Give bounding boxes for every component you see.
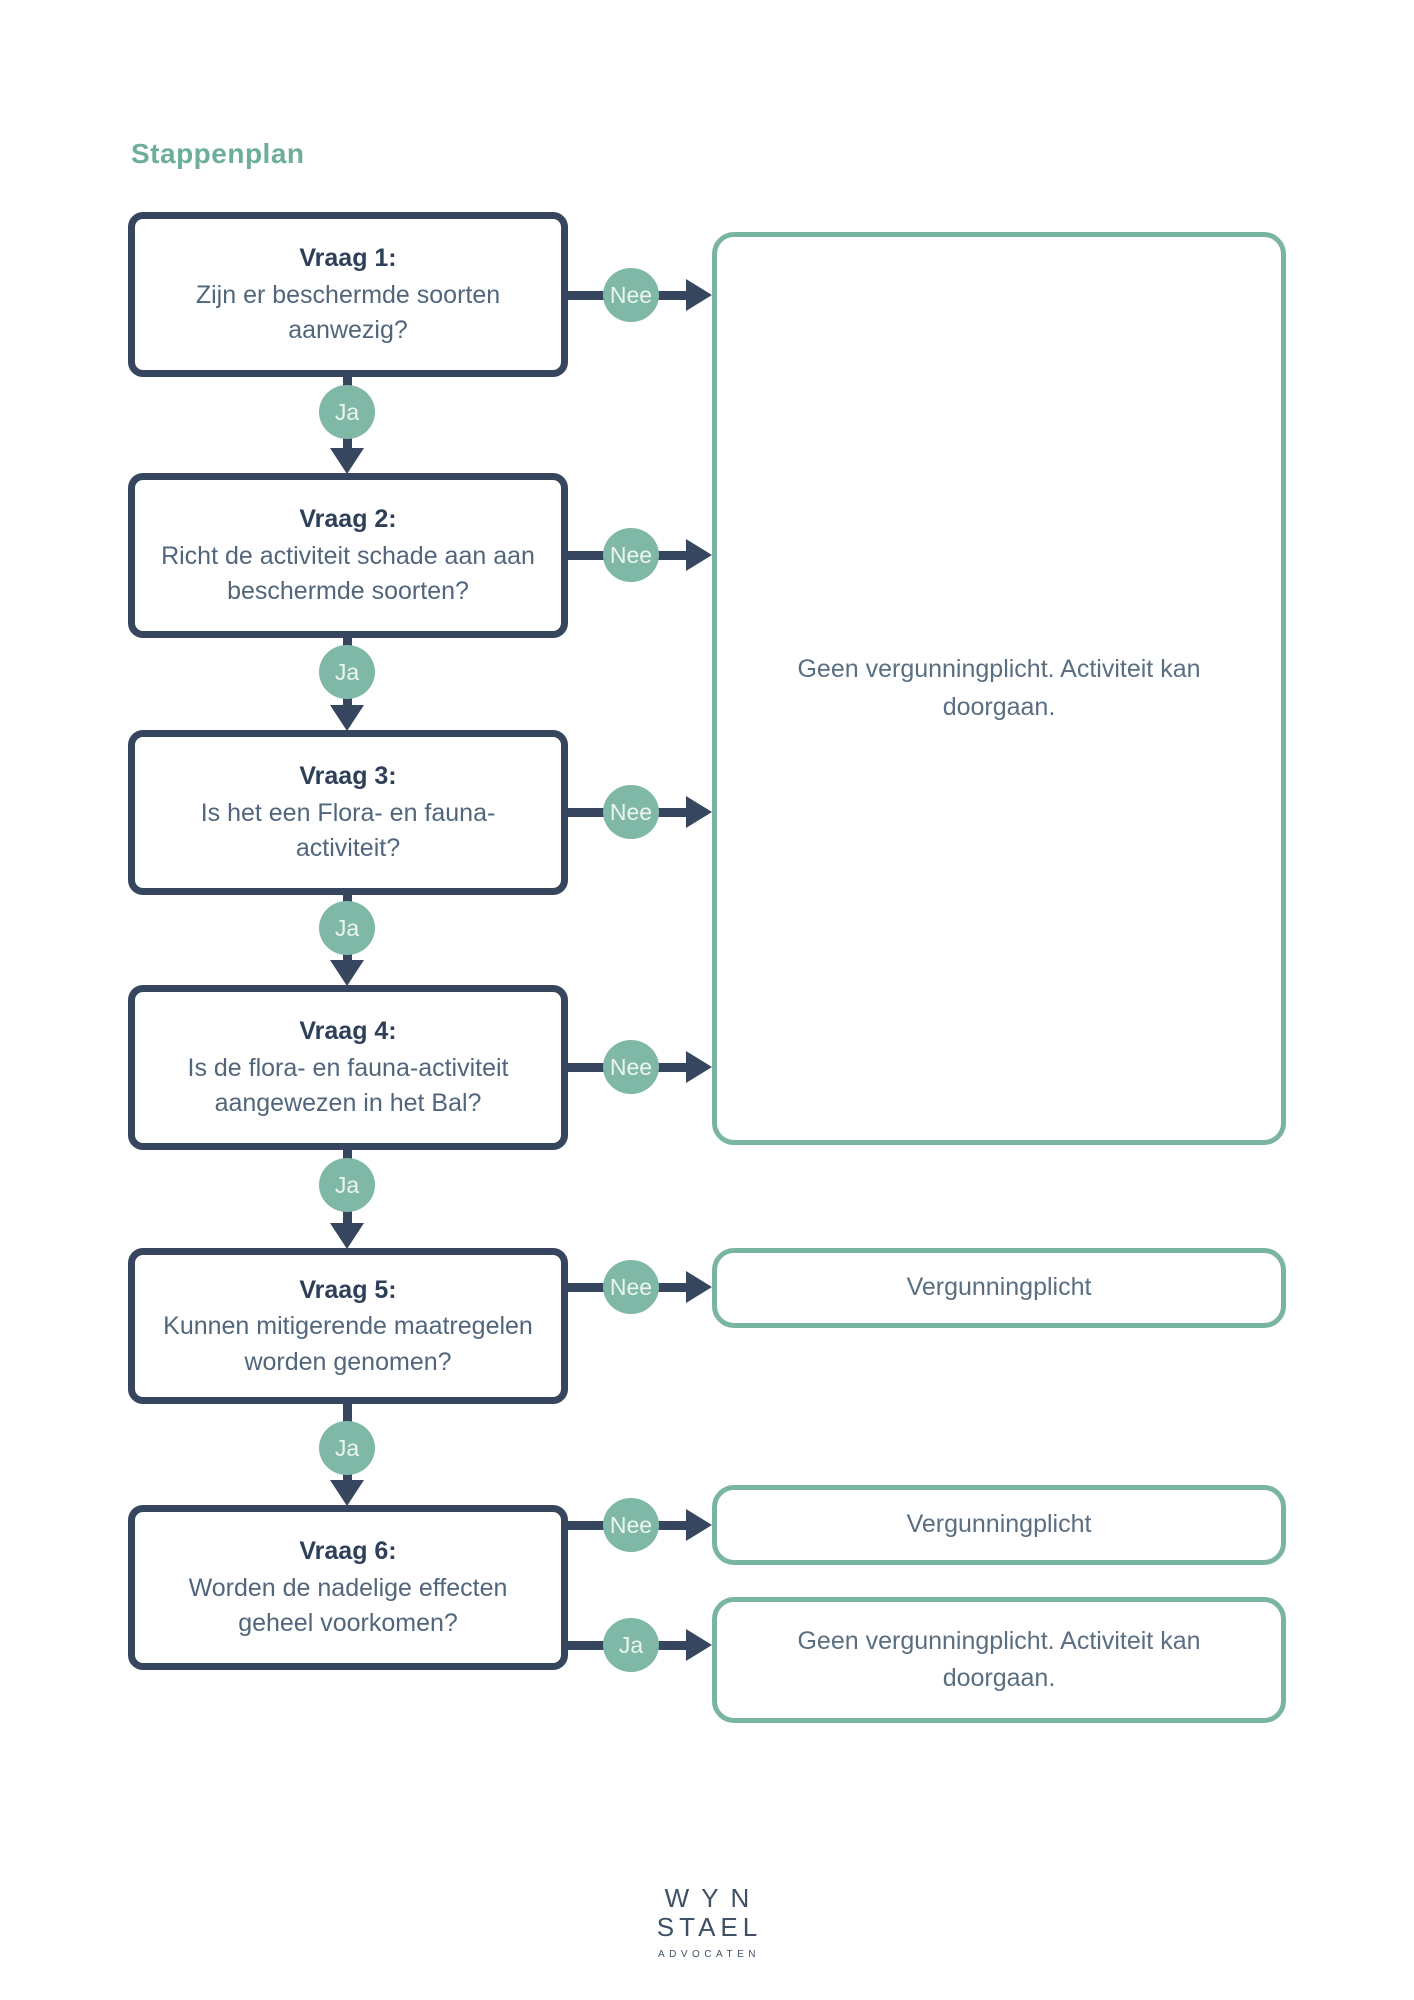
question-box-6: Vraag 6: Worden de nadelige effecten geh… bbox=[128, 1505, 568, 1670]
nee-circle-3: Nee bbox=[603, 785, 659, 839]
ja-circle-1: Ja bbox=[319, 385, 375, 439]
question-text: Kunnen mitigerende maatregelen worden ge… bbox=[163, 1312, 533, 1376]
outcome-box-vergunningplicht-2: Vergunningplicht bbox=[712, 1485, 1286, 1565]
outcome-box-geen-vergunningplicht: Geen vergunningplicht. Activiteit kan do… bbox=[712, 232, 1286, 1145]
nee-circle-2: Nee bbox=[603, 528, 659, 582]
arrow-down-icon bbox=[330, 1223, 364, 1249]
question-text: Is het een Flora- en fauna- activiteit? bbox=[200, 798, 496, 863]
question-heading: Vraag 4: bbox=[299, 1017, 397, 1046]
arrow-right-icon bbox=[686, 279, 712, 311]
page-title: Stappenplan bbox=[131, 138, 305, 169]
arrow-down-icon bbox=[330, 448, 364, 474]
question-text: Zijn er beschermde soorten aanwezig? bbox=[195, 280, 501, 345]
arrow-right-icon bbox=[686, 1271, 712, 1303]
question-heading: Vraag 6: bbox=[299, 1537, 397, 1566]
ja-circle-4: Ja bbox=[319, 1158, 375, 1212]
question-heading: Vraag 5: bbox=[299, 1275, 397, 1304]
question-heading: Vraag 3: bbox=[299, 762, 397, 791]
question-box-2: Vraag 2: Richt de activiteit schade aan … bbox=[128, 473, 568, 638]
ja-circle-3: Ja bbox=[319, 901, 375, 955]
ja-circle-5: Ja bbox=[319, 1421, 375, 1475]
arrow-right-icon bbox=[686, 1629, 712, 1661]
question-text: Richt de activiteit schade aan aan besch… bbox=[161, 541, 535, 606]
outcome-box-geen-vergunningplicht-final: Geen vergunningplicht. Activiteit kan do… bbox=[712, 1597, 1286, 1723]
question-box-5: Vraag 5: Kunnen mitigerende maatregelen … bbox=[128, 1248, 568, 1404]
question-box-1: Vraag 1: Zijn er beschermde soorten aanw… bbox=[128, 212, 568, 377]
question-box-3: Vraag 3: Is het een Flora- en fauna- act… bbox=[128, 730, 568, 895]
question-text: Worden de nadelige effecten geheel voork… bbox=[188, 1573, 508, 1638]
outcome-box-vergunningplicht-1: Vergunningplicht bbox=[712, 1248, 1286, 1328]
arrow-right-icon bbox=[686, 796, 712, 828]
question-box-4: Vraag 4: Is de flora- en fauna-activitei… bbox=[128, 985, 568, 1150]
question-heading: Vraag 1: bbox=[299, 244, 397, 273]
ja-circle-2: Ja bbox=[319, 645, 375, 699]
nee-circle-4: Nee bbox=[603, 1040, 659, 1094]
ja-circle-6: Ja bbox=[603, 1618, 659, 1672]
arrow-right-icon bbox=[686, 1509, 712, 1541]
question-text: Is de flora- en fauna-activiteit aangewe… bbox=[187, 1053, 509, 1118]
question-heading: Vraag 2: bbox=[299, 505, 397, 534]
arrow-down-icon bbox=[330, 960, 364, 986]
logo-line-3: ADVOCATEN bbox=[658, 1949, 760, 1961]
wijnstael-logo: WYN STAEL ADVOCATEN bbox=[652, 1883, 763, 1961]
arrow-right-icon bbox=[686, 1051, 712, 1083]
nee-circle-5: Nee bbox=[603, 1260, 659, 1314]
arrow-down-icon bbox=[330, 705, 364, 731]
nee-circle-1: Nee bbox=[603, 268, 659, 322]
arrow-right-icon bbox=[686, 539, 712, 571]
logo-line-1: WYN bbox=[664, 1883, 762, 1913]
logo-line-2: STAEL bbox=[656, 1911, 763, 1942]
nee-circle-6: Nee bbox=[603, 1498, 659, 1552]
arrow-down-icon bbox=[330, 1480, 364, 1506]
